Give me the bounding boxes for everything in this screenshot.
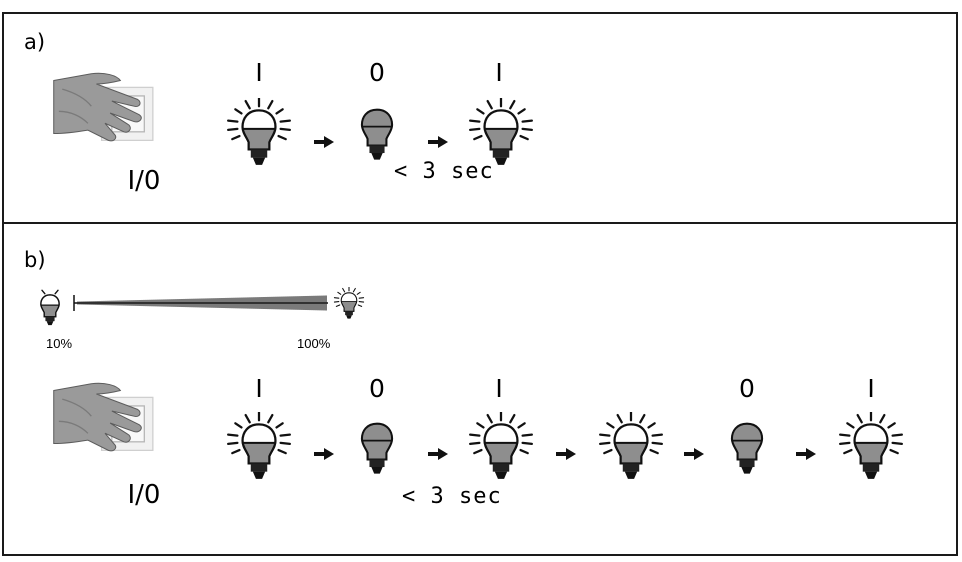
bulb-bright-icon (332, 287, 366, 321)
state-label: I (495, 58, 503, 87)
state-label: I (867, 374, 875, 403)
state-label: I (495, 374, 503, 403)
bulb-off-icon (357, 418, 397, 484)
bulb-off-icon (357, 104, 397, 170)
arrow-right-icon (428, 136, 448, 148)
state-label: I (255, 374, 263, 403)
state-label: 0 (739, 374, 755, 403)
dim-min-label: 10% (46, 336, 73, 351)
dimming-ramp (72, 292, 330, 314)
arrow-right-icon (796, 448, 816, 460)
time-label: < 3 sec (394, 159, 494, 184)
bulb-on-icon (595, 412, 667, 484)
arrow-right-icon (428, 448, 448, 460)
hand-switch-icon (42, 382, 168, 476)
bulb-on-icon (465, 412, 537, 484)
panel-b-label: b) (24, 248, 46, 272)
arrow-right-icon (314, 448, 334, 460)
bulb-on-icon (223, 98, 295, 170)
bulb-on-icon (835, 412, 907, 484)
hand-switch-icon (42, 72, 168, 166)
arrow-right-icon (556, 448, 576, 460)
state-label: 0 (369, 58, 385, 87)
panel-a: a) I/0 I 0 I < 3 sec (2, 12, 958, 224)
bulb-on-icon (223, 412, 295, 484)
arrow-right-icon (684, 448, 704, 460)
dim-max-label: 100% (297, 336, 331, 351)
time-label: < 3 sec (402, 484, 502, 509)
panel-a-label: a) (24, 30, 46, 54)
state-label: I (255, 58, 263, 87)
state-label: 0 (369, 374, 385, 403)
bulb-dim-icon (38, 288, 62, 328)
panel-b: b) 10% 100% I/0 I (2, 222, 958, 556)
bulb-off-icon (727, 418, 767, 484)
switch-label: I/0 (127, 166, 161, 196)
switch-label: I/0 (127, 480, 161, 510)
arrow-right-icon (314, 136, 334, 148)
